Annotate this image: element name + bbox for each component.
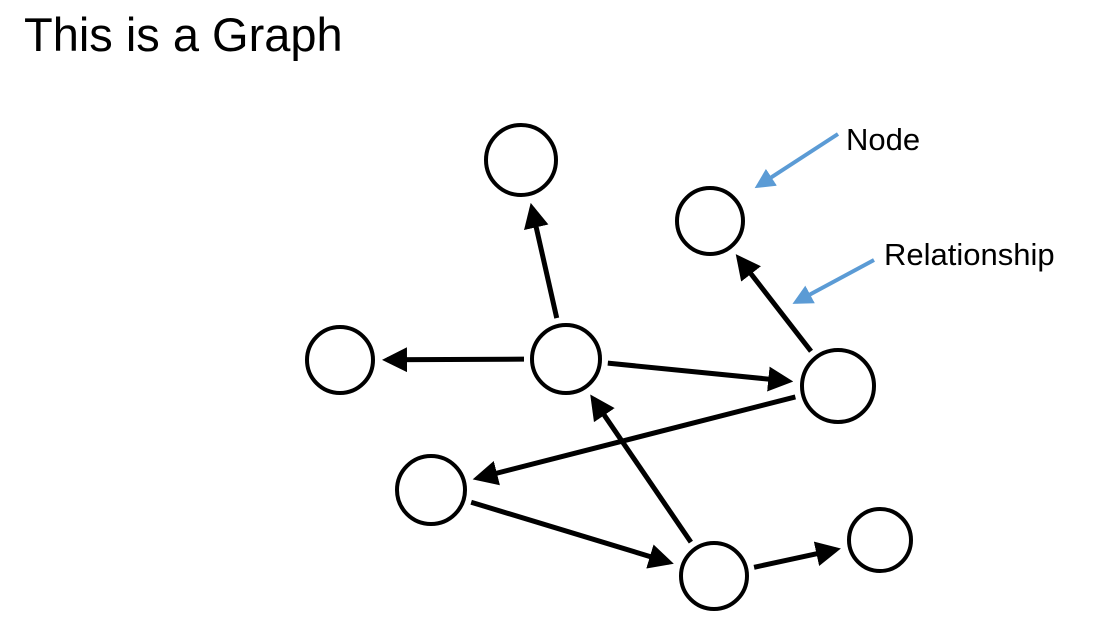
graph-edge-center-to-left [381,347,525,373]
graph-node-lower-left [395,454,467,526]
graph-node-upper-right [675,186,745,256]
page-title: This is a Graph [24,8,343,61]
graph-edge-bottom-to-bottom-right [753,541,841,570]
graph-edge-center-to-right [607,360,794,392]
graph-node-top [484,123,558,197]
graph-node-bottom-right [847,507,913,573]
graph-edge-bottom-to-center [590,394,693,544]
graph-edge-right-to-upper-right [735,254,814,353]
graph-node-bottom [679,541,749,611]
relationship-annotation-label: Relationship [884,237,1055,272]
graph-node-left [305,325,375,395]
relationship-pointer-arrow [792,258,875,304]
node-pointer-arrow [754,132,840,189]
graph-edge-center-to-top [524,202,560,319]
graph-edge-right-to-lower-left [472,394,796,486]
node-annotation-label: Node [846,122,921,157]
graph-node-right [800,348,876,424]
graph-edge-lower-left-to-bottom [470,499,674,569]
graph-node-center [530,323,602,395]
